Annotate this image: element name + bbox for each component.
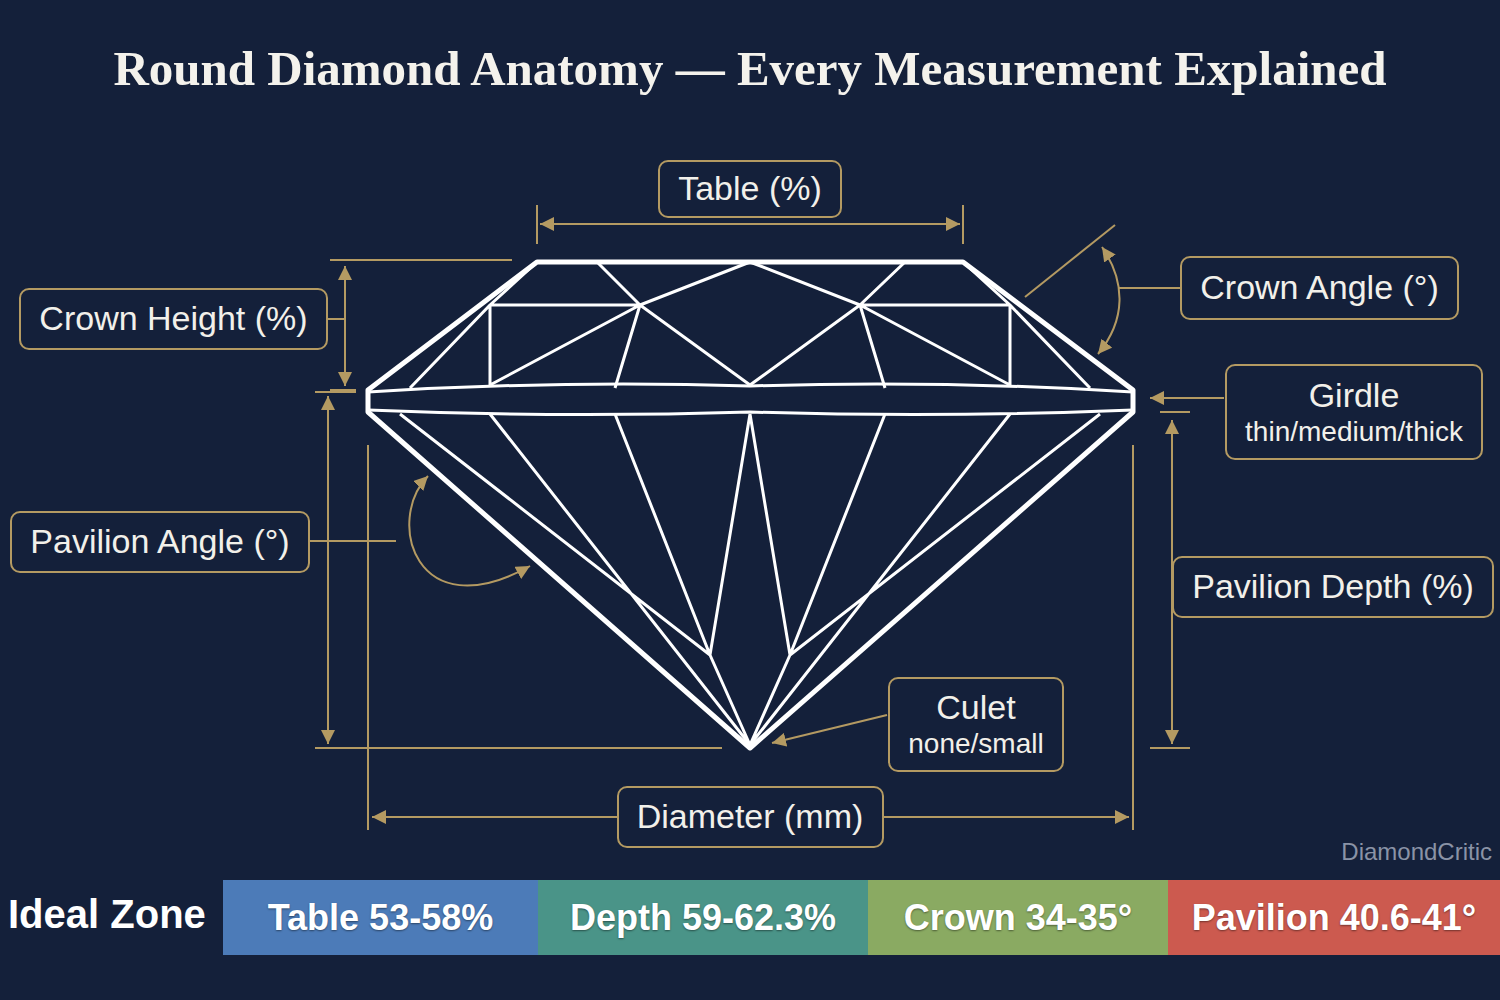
callout-label: Diameter (mm) xyxy=(637,797,864,836)
callout-label: Table (%) xyxy=(678,169,822,208)
callout-label: Girdle xyxy=(1309,376,1400,415)
diamond-outline xyxy=(368,262,1133,748)
total-depth-dimension xyxy=(327,396,329,744)
callout-detail: none/small xyxy=(908,727,1043,761)
diameter-callout: Diameter (mm) xyxy=(617,786,884,848)
callout-label: Pavilion Depth (%) xyxy=(1192,567,1474,606)
crown-angle-leader xyxy=(1118,287,1180,289)
girdle-callout: Girdlethin/medium/thick xyxy=(1225,364,1483,460)
diamond-profile xyxy=(368,262,1133,748)
culet-callout: Culetnone/small xyxy=(888,677,1064,772)
callout-label: Depth 59-62.3% xyxy=(570,897,836,939)
pavilion-angle-callout: Pavilion Angle (°) xyxy=(10,511,310,573)
crown-height-ticks xyxy=(328,260,512,390)
callout-label: Pavilion 40.6-41° xyxy=(1192,897,1477,939)
page-title: Round Diamond Anatomy — Every Measuremen… xyxy=(0,40,1500,97)
crown-facets xyxy=(410,262,1090,388)
crown-angle-callout: Crown Angle (°) xyxy=(1180,256,1459,320)
girdle-tick xyxy=(1160,411,1190,413)
pavilion-depth-callout: Pavilion Depth (%) xyxy=(1172,556,1494,618)
crown-angle-arc xyxy=(1098,247,1120,354)
pavilion-angle-leader xyxy=(310,540,396,542)
girdle-lines xyxy=(368,384,1133,415)
dimension-lines xyxy=(310,205,1224,830)
callout-label: Pavilion Angle (°) xyxy=(30,522,289,561)
table-callout: Table (%) xyxy=(658,160,842,218)
callout-detail: thin/medium/thick xyxy=(1245,415,1463,449)
diameter-extension-lines xyxy=(368,445,1133,830)
callout-label: Crown Angle (°) xyxy=(1200,268,1438,307)
girdle-pointer xyxy=(1150,397,1224,399)
culet-pointer xyxy=(772,715,887,743)
watermark: DiamondCritic xyxy=(1341,838,1492,866)
depth-ticks xyxy=(315,392,722,748)
ideal-band: Table 53-58% xyxy=(223,880,538,955)
crown-height-dimension xyxy=(344,266,346,386)
callout-label: Culet xyxy=(936,688,1015,727)
table-dimension xyxy=(540,223,960,225)
pavilion-angle-arc xyxy=(409,476,530,586)
crown-height-callout: Crown Height (%) xyxy=(19,288,328,350)
pavilion-facets xyxy=(400,414,1100,745)
ideal-band: Pavilion 40.6-41° xyxy=(1168,880,1500,955)
crown-angle-line xyxy=(1025,225,1115,297)
callout-label: Table 53-58% xyxy=(268,897,493,939)
ideal-band: Crown 34-35° xyxy=(868,880,1168,955)
ideal-band: Depth 59-62.3% xyxy=(538,880,868,955)
legend-heading: Ideal Zone xyxy=(8,892,206,937)
callout-label: Crown 34-35° xyxy=(904,897,1132,939)
callout-label: Crown Height (%) xyxy=(39,299,307,338)
